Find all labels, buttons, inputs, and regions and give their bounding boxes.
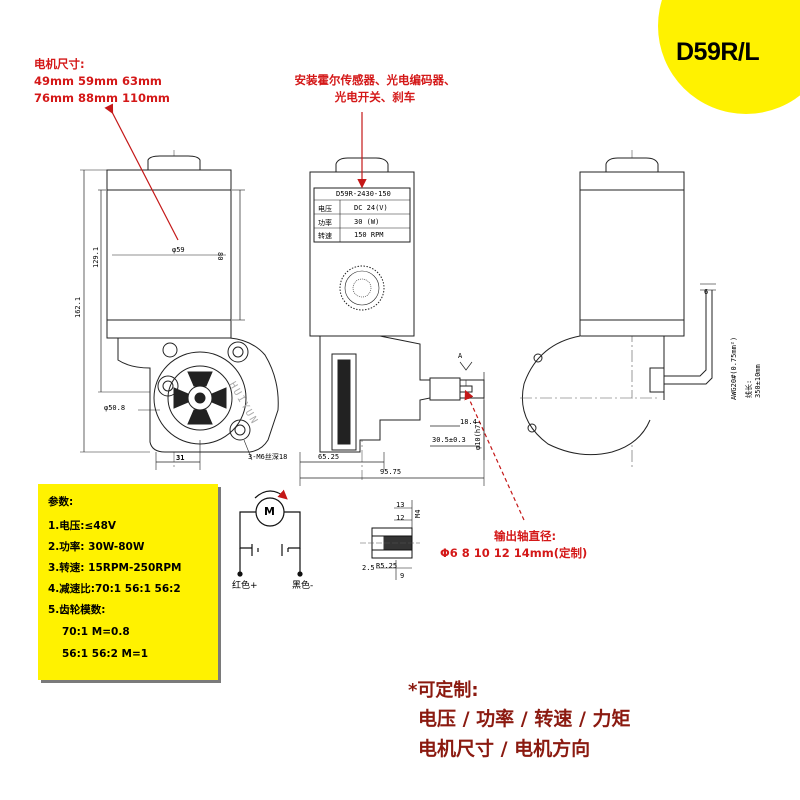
- nameplate-title: D59R-2430-150: [336, 190, 391, 198]
- nameplate-label-3: 转速: [318, 232, 332, 240]
- sensor-note-line2: 光电开关、刹车: [334, 90, 416, 104]
- size-note-title: 电机尺寸:: [34, 57, 85, 71]
- shaft-note: 输出轴直径: Φ6 8 10 12 14mm(定制): [440, 528, 587, 562]
- spec-item: 1.电压:≤48V: [48, 520, 117, 532]
- dim-dia59: φ59: [172, 246, 185, 254]
- size-note: 电机尺寸: 49mm 59mm 63mm 76mm 88mm 110mm: [34, 56, 170, 107]
- section-a: A: [458, 352, 463, 360]
- wire-awg: AWG20#(0.75mm²): [730, 336, 738, 400]
- wire-length: 线长: 350±10mm: [745, 364, 762, 398]
- dim-len162: 162.1: [74, 296, 82, 318]
- spec-item: 56:1 56:2 M=1: [62, 648, 149, 660]
- dim-dia50: φ50.8: [104, 404, 126, 412]
- sec-m4: M4: [414, 509, 422, 518]
- nameplate-value-2: 30 (W): [354, 218, 380, 226]
- nameplate-label-1: 电压: [318, 205, 332, 213]
- wiring-motor-label: M: [264, 505, 275, 518]
- sec-12: 12: [396, 514, 405, 522]
- nameplate-value-3: 150 RPM: [354, 231, 384, 239]
- sec-25: 2.5: [362, 564, 375, 572]
- wiring-diagram: [237, 489, 303, 577]
- dim-w95: 95.75: [380, 468, 402, 476]
- rear-view: [520, 150, 716, 470]
- model-label: D59R/L: [676, 38, 760, 66]
- nameplate-value-1: DC 24(V): [354, 204, 388, 212]
- sec-r: R5.25: [376, 562, 398, 570]
- wire-width: 6: [704, 288, 709, 296]
- dim-len129: 129.1: [92, 246, 100, 268]
- dim-len80: 80: [216, 252, 224, 261]
- wiring-red-label: 红色+: [232, 581, 258, 591]
- custom-line2: 电机尺寸 / 电机方向: [418, 738, 591, 760]
- annotation-arrows: [104, 103, 525, 521]
- wiring-black-label: 黑色-: [292, 581, 314, 591]
- sec-9: 9: [400, 572, 405, 580]
- spec-item: 3.转速: 15RPM-250RPM: [48, 562, 182, 574]
- sensor-note: 安装霍尔传感器、光电编码器、 光电开关、刹车: [270, 72, 480, 106]
- size-note-line2: 76mm 88mm 110mm: [34, 91, 170, 105]
- dim-holes: 3-M6丝深18: [248, 453, 288, 461]
- front-view: [80, 150, 279, 470]
- custom-line1: 电压 / 功率 / 转速 / 力矩: [418, 708, 631, 730]
- dim-w65: 65.25: [318, 453, 340, 461]
- sensor-note-line1: 安装霍尔传感器、光电编码器、: [294, 73, 456, 87]
- shaft-section: [360, 500, 420, 580]
- dim-w31: 31: [176, 454, 185, 462]
- spec-item: 4.减速比:70:1 56:1 56:2: [48, 583, 181, 595]
- nameplate-label-2: 功率: [318, 219, 332, 227]
- sec-13: 13: [396, 501, 405, 509]
- spec-item: 5.齿轮模数:: [48, 604, 106, 616]
- dim-d30: 30.5±0.3: [432, 436, 466, 444]
- dim-shaft: φ10(h7): [474, 420, 482, 450]
- shaft-note-values: Φ6 8 10 12 14mm(定制): [440, 546, 588, 560]
- spec-item: 70:1 M=0.8: [62, 626, 130, 638]
- size-note-line1: 49mm 59mm 63mm: [34, 74, 162, 88]
- side-view: [299, 150, 485, 486]
- custom-title: *可定制:: [408, 680, 479, 701]
- spec-box: 参数: 1.电压:≤48V 2.功率: 30W-80W 3.转速: 15RPM-…: [38, 484, 218, 680]
- spec-title: 参数:: [48, 496, 74, 508]
- spec-item: 2.功率: 30W-80W: [48, 541, 145, 553]
- shaft-note-title: 输出轴直径:: [494, 529, 557, 543]
- dim-d18: 18.4: [460, 418, 477, 426]
